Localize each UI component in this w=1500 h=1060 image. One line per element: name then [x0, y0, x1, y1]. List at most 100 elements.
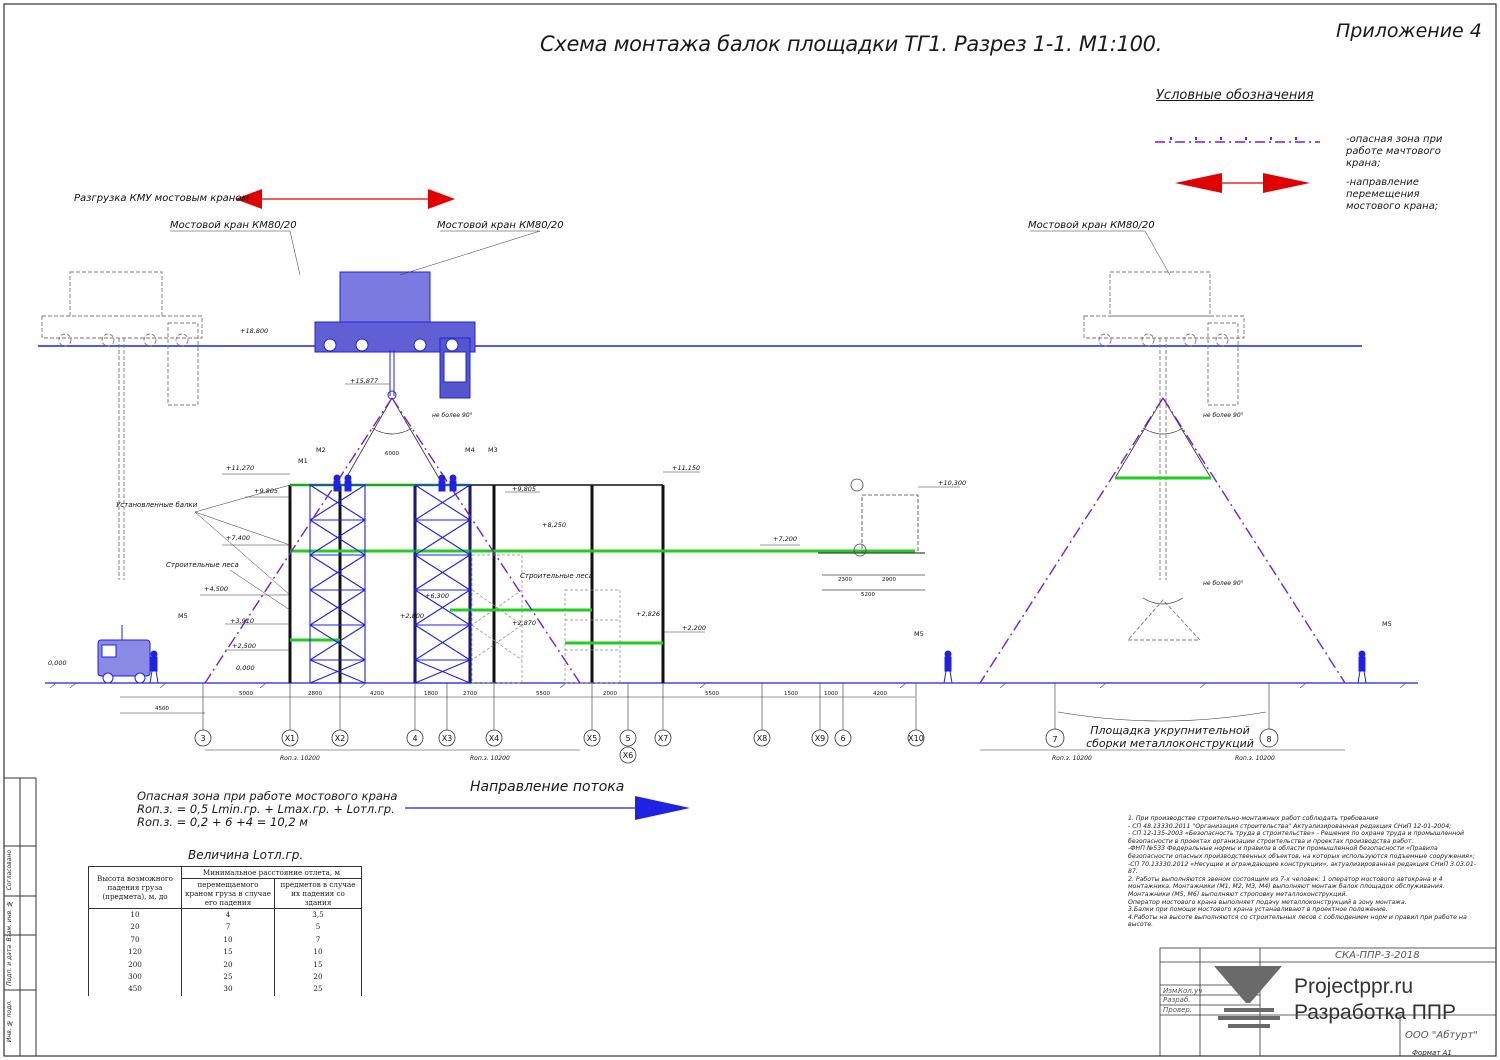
lomt-cell: 7	[181, 921, 275, 934]
elevation-texts: +18,800 +15,877 +11,270 +9,805 +7,400 +4…	[48, 327, 966, 672]
watermark-subtitle: Разработка ППР	[1294, 1001, 1456, 1024]
installed-beams-label: Установленные балки	[116, 501, 198, 509]
worker-label: М2	[316, 446, 326, 454]
scaffold-label: Строительные леса	[166, 561, 239, 569]
elevation-text: +15,877	[350, 377, 379, 385]
lomt-cell: 15	[274, 958, 362, 972]
drawing-labels: Разгрузка КМУ мостовым краном Мостовой к…	[74, 193, 1275, 762]
elevation-leaders	[200, 345, 960, 651]
slings-right	[1114, 397, 1212, 479]
dim-text: 2300	[838, 577, 852, 583]
legend-danger-line	[1155, 137, 1320, 143]
elevation-text: +9,805	[512, 485, 536, 493]
lomt-cell: 300	[88, 971, 182, 984]
lomt-cell: 120	[88, 946, 182, 959]
elevation-text: +10,300	[938, 479, 966, 487]
elevation-text: +11,150	[672, 464, 700, 472]
sheet-frame	[3, 3, 1497, 1057]
axis-label: 7	[1052, 735, 1057, 744]
dim-text: 2700	[463, 691, 477, 697]
dim-text: 1000	[824, 691, 838, 697]
lomt-cell: 200	[88, 958, 182, 972]
crane-label: Мостовой кран КМ80/20	[437, 220, 564, 231]
axis-label: Х6	[623, 751, 634, 760]
axis-label: 4	[412, 734, 417, 743]
dim-text: 1500	[784, 691, 798, 697]
crane-move-arrow	[235, 189, 455, 209]
unload-label: Разгрузка КМУ мостовым краном	[74, 193, 249, 204]
lomt-table: Высота возможного падения груза (предмет…	[88, 866, 362, 996]
worker-label: М5	[178, 612, 188, 620]
roz-label: Rоп.з. 10200	[1235, 755, 1275, 762]
lomt-cell: 10	[274, 946, 362, 959]
elevation-text: +3,910	[230, 617, 254, 625]
dim-text: 4500	[155, 706, 169, 712]
steel-columns	[288, 485, 665, 683]
elevation-text: +2,500	[232, 642, 256, 650]
axis-label: Х2	[335, 734, 346, 743]
side-stamp-label: Подп. и дата	[6, 945, 13, 986]
stamp-row: Разраб.	[1163, 996, 1191, 1004]
watermark-url: Projectppr.ru	[1294, 975, 1414, 998]
lomt-cell: 20	[181, 958, 275, 972]
format-label: Формат А1	[1412, 1049, 1452, 1057]
stamp-code: СКА-ППР-3-2018	[1335, 950, 1420, 961]
lomt-cell: 25	[181, 971, 275, 984]
note-line: - СП 48.13330.2011 "Организация строител…	[1128, 822, 1452, 830]
elevation-text: +2,200	[682, 624, 706, 632]
dim-text: 2900	[882, 577, 896, 583]
watermark-logo	[1214, 966, 1282, 1028]
axis-label: Х4	[489, 734, 500, 743]
note-line: -ФНП №533 Федеральные нормы и правила в …	[1128, 845, 1475, 860]
dim-text: 4200	[873, 691, 887, 697]
lomt-cell: 70	[88, 933, 182, 947]
dim-text: 5500	[536, 691, 550, 697]
danger-zone-title: Опасная зона при работе мостового крана	[137, 789, 398, 803]
side-stamp-label: Инв. № подл.	[6, 1000, 13, 1043]
axis-label: 6	[840, 734, 845, 743]
elevation-text: +9,805	[254, 487, 278, 495]
dim-text: 2000	[603, 691, 617, 697]
elevation-text: +4,500	[204, 585, 228, 593]
stamp-row: Изм.	[1163, 987, 1180, 995]
axis-label: 8	[1266, 735, 1271, 744]
axis-label: Х7	[658, 734, 669, 743]
note-line: -СП 70.13330.2012 «Несущие и ограждающие…	[1128, 860, 1476, 876]
lomt-cell: 10	[88, 908, 182, 922]
lomt-cell: 10	[181, 933, 275, 947]
scaffold-tower-1	[309, 484, 366, 684]
axis-label: Х8	[757, 734, 768, 743]
lomt-cell: 5	[274, 921, 362, 934]
elevation-text: 0,000	[236, 664, 255, 672]
scaffold-tower-2	[414, 484, 471, 684]
worker-label: М5	[914, 630, 924, 638]
lomt-cell: 3,5	[274, 908, 362, 922]
roz-label: Rоп.з. 10200	[1052, 755, 1092, 762]
lomt-cell: 450	[88, 983, 182, 996]
danger-zone-formula2: Rоп.з. = 0,2 + 6 +4 = 10,2 м	[137, 815, 308, 829]
side-stamp-label: Согласовано	[6, 850, 13, 891]
worker-labels: М1 М2 М3 М4 М5 М5 М5	[178, 446, 1392, 638]
title-block	[1159, 947, 1497, 1057]
axis-markers	[194, 728, 1279, 764]
platform-right	[818, 478, 925, 591]
slings-main	[344, 397, 441, 481]
green-beams	[290, 476, 1211, 645]
axis-labels: 3 Х1 Х2 4 Х3 Х4 Х5 5 Х6 Х7 Х8 Х9 6 Х10 7…	[200, 734, 1271, 760]
worker-label: М1	[298, 457, 308, 465]
elevation-text: +2,826	[636, 610, 660, 618]
lomt-cell: 20	[88, 921, 182, 934]
lomt-cell: 7	[274, 933, 362, 947]
legend-title: Условные обозначения	[1156, 88, 1314, 103]
roz-label: Rоп.з. 10200	[470, 755, 510, 762]
dim-text: 2800	[308, 691, 322, 697]
dim-text: 1800	[424, 691, 438, 697]
